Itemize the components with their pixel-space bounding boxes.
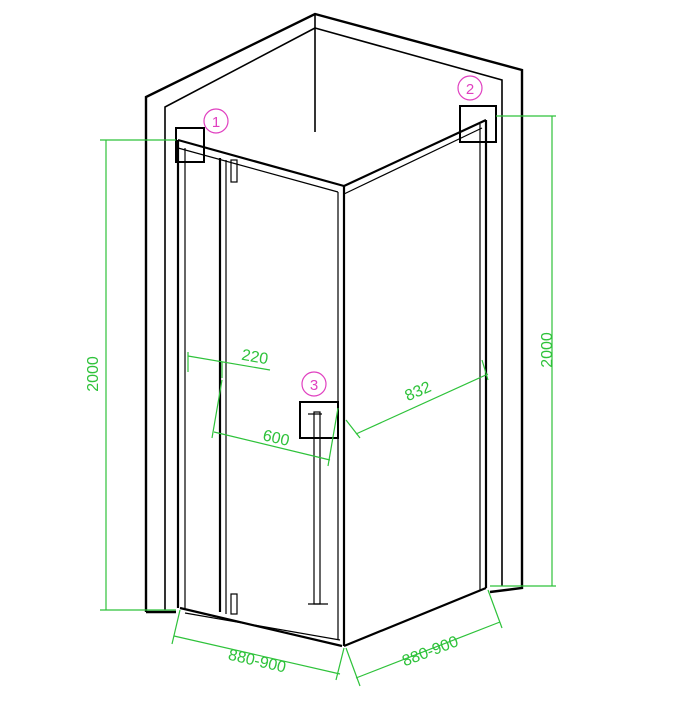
callout-1: 1 bbox=[203, 108, 229, 134]
left-wall-inner-edge bbox=[164, 27, 316, 610]
top-hinge bbox=[230, 159, 238, 183]
dimension-width-left: 880-900 bbox=[171, 609, 345, 681]
side-top-profile bbox=[343, 119, 487, 187]
ext-line-width-left-b bbox=[335, 647, 345, 681]
wall-outline bbox=[144, 12, 524, 612]
ext-line-door-b bbox=[327, 407, 339, 467]
dim-line-width-left bbox=[173, 635, 341, 675]
dimension-height-right: 2000 bbox=[490, 115, 556, 587]
dimension-height-left: 2000 bbox=[85, 139, 176, 611]
bottom-hinge bbox=[230, 593, 238, 615]
front-bottom-profile bbox=[179, 606, 343, 648]
dim-label-height-left: 2000 bbox=[85, 356, 102, 392]
callout-box-2 bbox=[459, 105, 497, 143]
callout-3: 3 bbox=[301, 371, 327, 397]
door-handle bbox=[308, 411, 328, 605]
right-wall-inner-edge bbox=[314, 27, 503, 586]
callout-label-3: 3 bbox=[310, 377, 318, 394]
side-top-profile-inner bbox=[343, 127, 483, 195]
callout-circle-1 bbox=[203, 108, 229, 134]
dim-label-door-opening: 600 bbox=[261, 427, 291, 450]
callout-label-1: 1 bbox=[212, 114, 220, 131]
front-top-profile-inner bbox=[177, 147, 339, 193]
side-bottom-profile bbox=[343, 586, 487, 648]
ext-line-side-a bbox=[345, 419, 361, 439]
dimension-door-opening: 600 bbox=[211, 379, 339, 467]
callout-label-2: 2 bbox=[466, 81, 474, 98]
dimension-side-panel: 832 bbox=[345, 359, 489, 439]
ext-line-width-right-a bbox=[345, 647, 361, 687]
dim-line-width-right bbox=[355, 621, 501, 679]
dim-line-fixed-panel bbox=[187, 355, 271, 371]
dimension-fixed-panel: 220 bbox=[187, 347, 271, 378]
front-bottom-profile-inner bbox=[184, 612, 341, 641]
ext-line-side-b bbox=[481, 359, 489, 381]
dim-label-height-right: 2000 bbox=[539, 332, 556, 368]
dim-label-fixed-panel: 220 bbox=[240, 347, 269, 368]
callout-box-1 bbox=[175, 127, 205, 163]
callout-box-3 bbox=[299, 401, 339, 439]
callout-circle-3 bbox=[301, 371, 327, 397]
ext-line-door-a bbox=[211, 379, 223, 439]
dimension-width-right: 880-900 bbox=[345, 589, 503, 687]
ext-line-width-left-a bbox=[171, 609, 181, 645]
dim-line-side-panel bbox=[355, 373, 489, 435]
handle-bar bbox=[313, 411, 321, 605]
callout-circle-2 bbox=[457, 75, 483, 101]
dim-line-door-opening bbox=[213, 431, 331, 461]
callout-2: 2 bbox=[457, 75, 483, 101]
dim-label-width-right: 880-900 bbox=[400, 633, 461, 670]
walls bbox=[144, 12, 524, 614]
dim-label-width-left: 880-900 bbox=[226, 647, 287, 677]
front-top-profile bbox=[177, 138, 345, 188]
